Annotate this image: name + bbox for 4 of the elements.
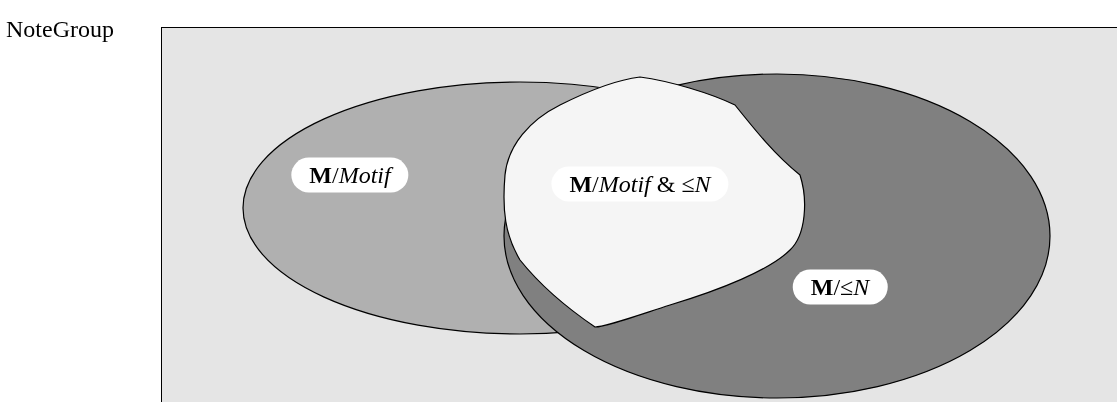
region-label: M/≤N bbox=[792, 269, 888, 305]
group-title: NoteGroup bbox=[6, 16, 114, 43]
region-label: M/Motif bbox=[291, 157, 409, 193]
region-label: M/Motif & ≤N bbox=[551, 166, 729, 202]
